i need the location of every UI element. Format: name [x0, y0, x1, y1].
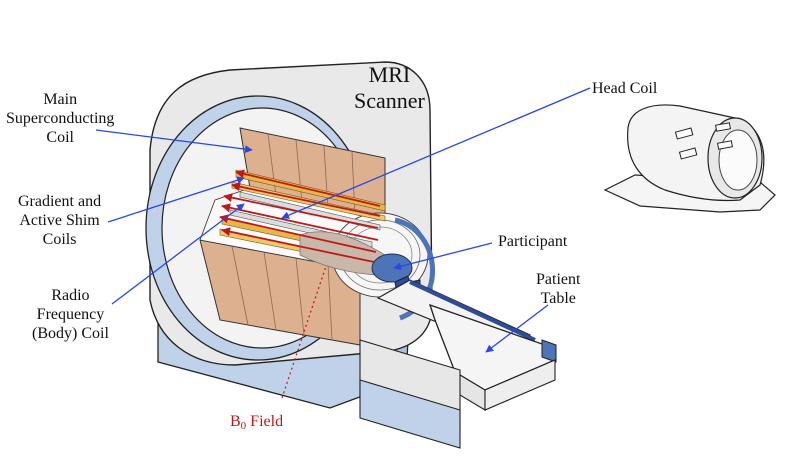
pointer-patient-table	[485, 304, 549, 353]
label-main-coil-line3: Coil	[46, 129, 74, 146]
label-b0-rest: Field	[246, 413, 284, 430]
pointer-rf-coil	[111, 203, 245, 305]
b0-field-arrows	[219, 169, 381, 263]
head-coil	[603, 104, 776, 213]
pointer-participant	[393, 242, 493, 271]
pointer-head-coil	[281, 87, 591, 219]
label-gradient-coils-line3: Coils	[42, 231, 77, 248]
label-b0-subscript: 0	[240, 420, 247, 432]
label-main-coil-line1: Main	[43, 91, 78, 108]
label-gradient-coils-line1: Gradient and	[18, 193, 102, 210]
label-main-coil: Main Superconducting Coil	[6, 90, 114, 147]
label-rf-coil: Radio Frequency (Body) Coil	[32, 286, 109, 343]
label-rf-coil-line2: Frequency	[36, 306, 105, 323]
label-gradient-coils-line2: Active Shim	[19, 212, 100, 229]
scanner-title: MRI Scanner	[354, 62, 425, 114]
pointer-gradient-coils	[107, 176, 245, 223]
scanner-title-line1: MRI	[368, 62, 411, 87]
label-main-coil-line2: Superconducting	[6, 110, 115, 127]
label-gradient-coils: Gradient and Active Shim Coils	[18, 192, 101, 249]
label-patient-table: Patient Table	[536, 270, 580, 308]
label-patient-table-line1: Patient	[536, 271, 581, 288]
label-participant-text: Participant	[498, 233, 568, 250]
label-rf-coil-line1: Radio	[51, 287, 90, 304]
scanner-title-line2: Scanner	[354, 88, 425, 113]
label-patient-table-line2: Table	[540, 290, 576, 307]
pointer-lines	[95, 87, 591, 353]
label-head-coil: Head Coil	[592, 79, 657, 98]
label-b0-field: B0 Field	[230, 412, 283, 433]
label-participant: Participant	[498, 232, 567, 251]
label-rf-coil-line3: (Body) Coil	[32, 325, 109, 342]
label-head-coil-text: Head Coil	[592, 80, 658, 97]
pointer-b0-field	[281, 265, 327, 399]
pointer-main-coil	[95, 129, 253, 153]
label-b0-main: B	[230, 413, 241, 430]
patient-table	[359, 279, 557, 449]
